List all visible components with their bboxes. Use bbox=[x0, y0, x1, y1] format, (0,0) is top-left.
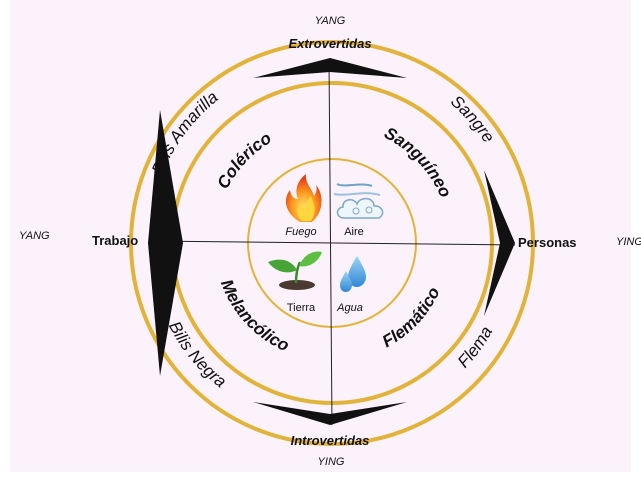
water-drops-icon bbox=[340, 256, 366, 292]
background-panel bbox=[10, 0, 631, 472]
inner-ring bbox=[247, 158, 417, 328]
yang-left-label: YANG bbox=[19, 230, 50, 242]
plant-sprout-icon bbox=[268, 251, 322, 290]
ying-bottom-label: YING bbox=[318, 456, 345, 468]
fire-icon bbox=[285, 174, 322, 222]
trabajo-label: Trabajo bbox=[92, 233, 138, 248]
right-arrow bbox=[484, 170, 515, 316]
aire-label: Aire bbox=[344, 226, 364, 238]
top-arrow bbox=[253, 58, 407, 78]
fuego-label: Fuego bbox=[285, 226, 316, 238]
introvertidas-label: Introvertidas bbox=[291, 433, 370, 448]
bottom-arrow bbox=[253, 402, 407, 425]
personas-label: Personas bbox=[518, 235, 577, 250]
extrovertidas-label: Extrovertidas bbox=[288, 36, 371, 51]
left-arrow bbox=[148, 110, 183, 376]
agua-label: Agua bbox=[336, 302, 363, 314]
outer-ring bbox=[129, 40, 535, 446]
horizontal-axis bbox=[148, 240, 516, 246]
tierra-label: Tierra bbox=[287, 302, 316, 314]
yang-top-label: YANG bbox=[315, 15, 346, 27]
vertical-axis bbox=[328, 59, 333, 426]
wind-cloud-icon bbox=[333, 183, 384, 219]
ying-right-label: YING bbox=[616, 236, 641, 248]
